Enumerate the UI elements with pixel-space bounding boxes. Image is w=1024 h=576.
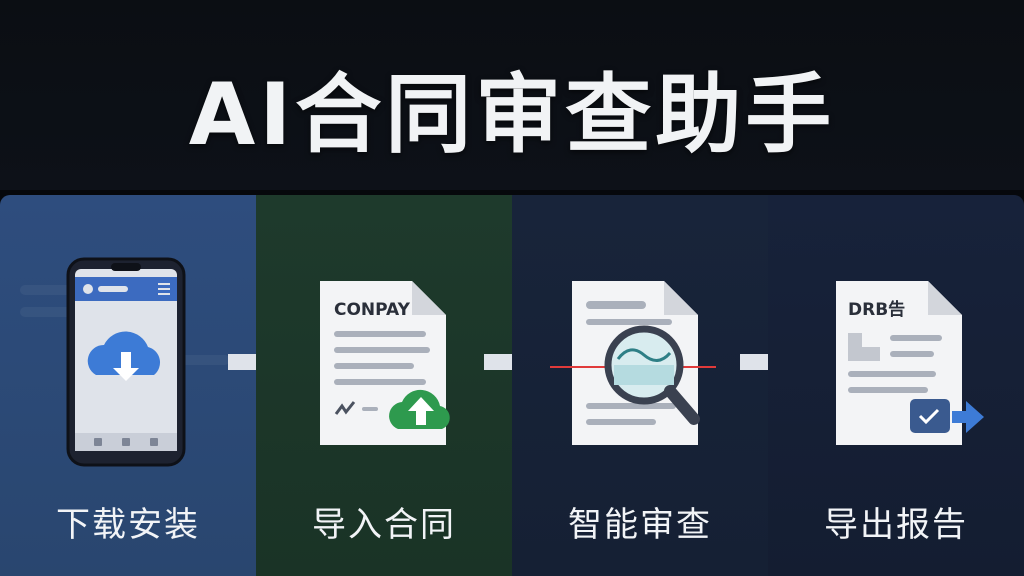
- document-magnifier-icon: [550, 281, 716, 445]
- title-band: [0, 0, 1024, 190]
- document-heading: CONPAY: [334, 300, 411, 320]
- step-panel-export: DRB告 导出报告: [768, 195, 1024, 576]
- page-title: AI合同审查助手: [188, 65, 836, 165]
- document-upload-icon: CONPAY: [320, 281, 450, 445]
- step-label-review: 智能审查: [568, 505, 712, 545]
- step-label-export: 导出报告: [824, 505, 968, 545]
- step-label-import: 导入合同: [312, 505, 456, 545]
- step-panel-review: 智能审查: [512, 195, 768, 576]
- phone-cloud-download-icon: [66, 257, 186, 467]
- step-panel-download: 下载安装: [0, 195, 256, 576]
- report-export-icon: DRB告: [836, 281, 984, 445]
- step-label-download: 下载安装: [56, 505, 200, 545]
- step-panel-import: CONPAY 导入合同: [256, 195, 512, 576]
- report-heading: DRB告: [848, 299, 905, 320]
